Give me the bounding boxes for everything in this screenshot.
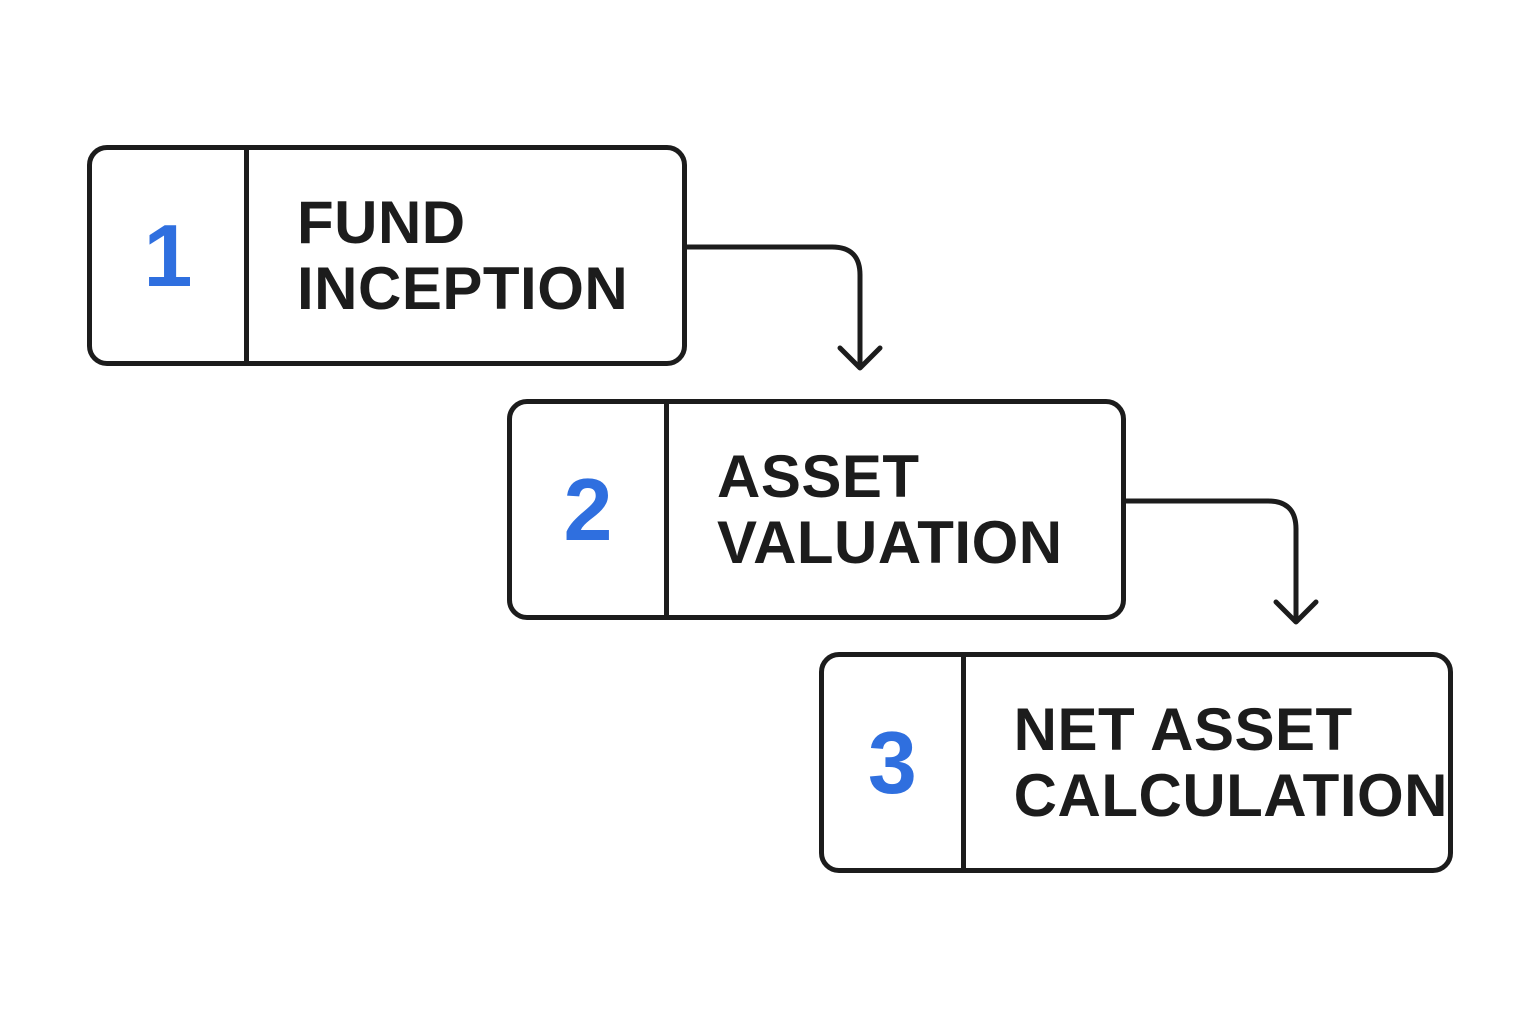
step-box-fund-inception: 1 FUND INCEPTION [87,145,687,366]
step-label-line: FUND [297,188,466,256]
arrow-down-icon [1273,599,1319,625]
step-number: 3 [824,657,966,868]
step-label: FUND INCEPTION [249,150,682,361]
arrow-down-icon [837,345,883,371]
step-label: ASSET VALUATION [669,404,1121,615]
step-label-line: CALCULATION [1013,761,1448,829]
step-label-line: INCEPTION [297,254,629,322]
step-number: 1 [92,150,249,361]
step-box-net-asset-calculation: 3 NET ASSET CALCULATION [819,652,1453,873]
step-label-line: VALUATION [717,508,1063,576]
step-label-line: ASSET [717,442,920,510]
step-box-asset-valuation: 2 ASSET VALUATION [507,399,1126,620]
connector-1-to-2 [684,244,863,369]
step-label-line: NET ASSET [1013,695,1353,763]
step-label: NET ASSET CALCULATION [966,657,1448,868]
step-number: 2 [512,404,669,615]
connector-2-to-3 [1123,498,1299,623]
